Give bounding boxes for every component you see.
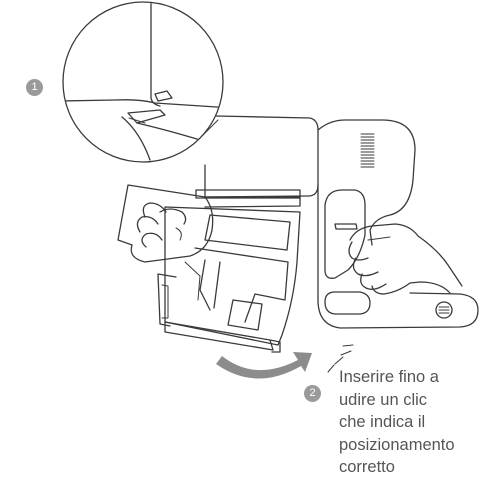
zoom-connector — [200, 120, 218, 138]
instruction-line-5: corretto — [339, 456, 504, 479]
instruction-line-2: udire un clic — [339, 389, 504, 412]
insert-arrow — [216, 352, 312, 379]
step-badge-1: 1 — [26, 79, 43, 96]
instruction-line-1: Inserire fino a — [339, 366, 504, 389]
instruction-line-4: posizionamento — [339, 434, 504, 457]
zoom-detail — [60, 0, 232, 162]
instruction-caption: Inserire fino a udire un clic che indica… — [339, 366, 504, 479]
step-badge-2: 2 — [304, 385, 321, 402]
right-hand — [349, 224, 462, 294]
instruction-line-3: che indica il — [339, 411, 504, 434]
dust-bin — [158, 207, 300, 352]
vacuum-body — [196, 116, 478, 328]
vent-grille — [361, 134, 374, 167]
